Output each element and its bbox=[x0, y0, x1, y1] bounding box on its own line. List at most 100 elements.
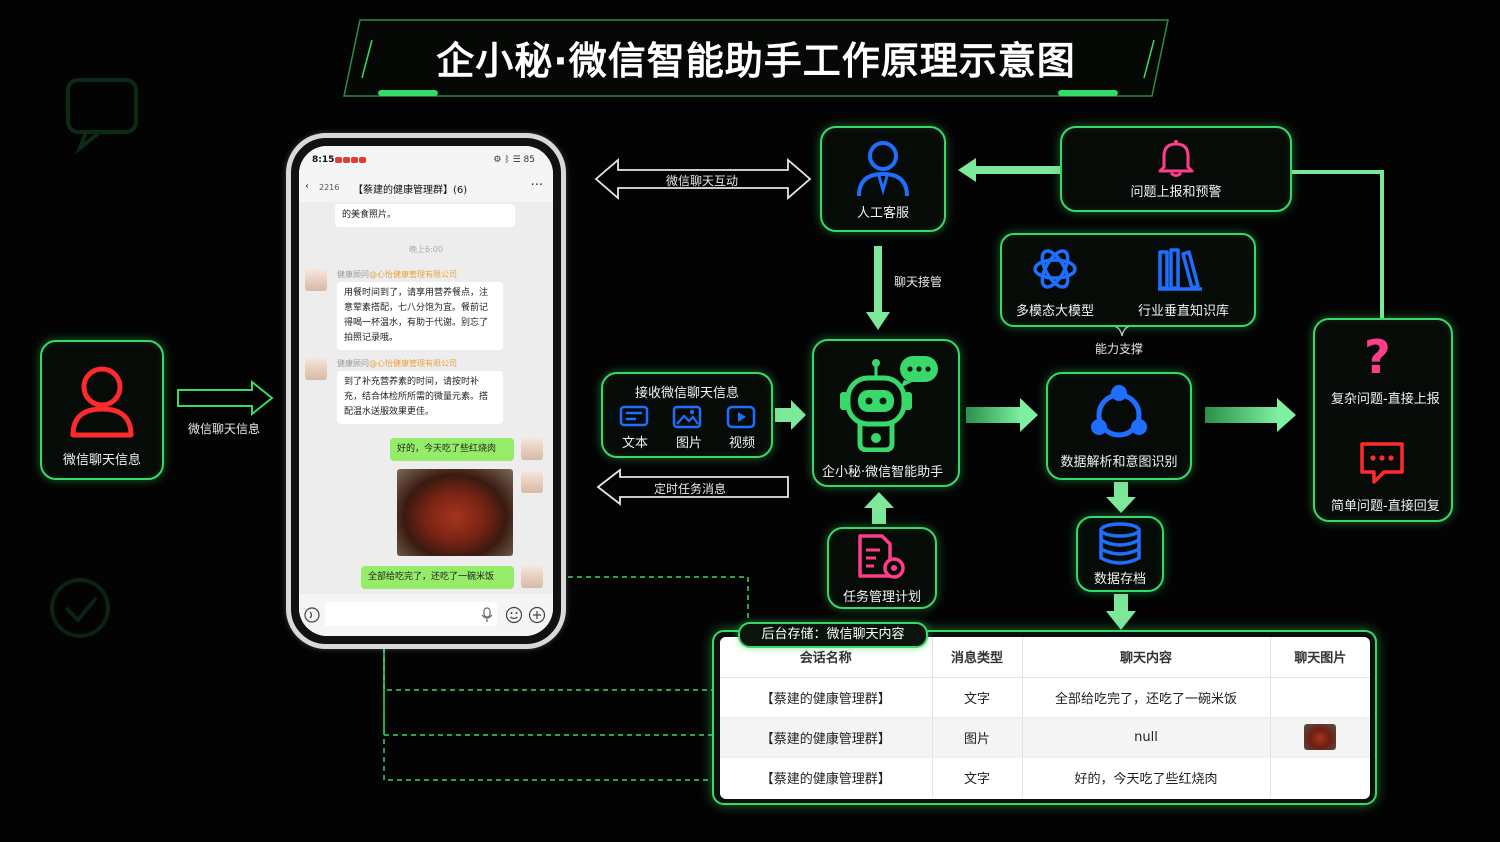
receive-item-video: 视频 bbox=[729, 436, 756, 451]
phone-status-bar: 8:15 ⚙ ᛒ ☰ 85 bbox=[299, 146, 553, 174]
node-wechat-input: 微信聊天信息 bbox=[40, 340, 164, 480]
task-plan-label: 任务管理计划 bbox=[842, 589, 921, 605]
table-header-row: 会话名称 消息类型 聊天内容 聊天图片 bbox=[720, 637, 1370, 678]
chat-header: ‹ 2216 【蔡建的健康管理群】(6) ··· bbox=[299, 174, 553, 202]
cell-content: null bbox=[1021, 716, 1270, 757]
cell-type: 图片 bbox=[931, 716, 1022, 757]
back-chevron-icon[interactable]: ‹ bbox=[305, 181, 309, 192]
table-row[interactable]: 【蔡建的健康管理群】 文字 好的，今天吃了些红烧肉 bbox=[720, 756, 1370, 797]
user-message-2: 全部给吃完了，还吃了一碗米饭 bbox=[361, 566, 514, 589]
advisor-avatar bbox=[305, 269, 327, 291]
receive-item-text: 文本 bbox=[622, 436, 649, 451]
database-icon bbox=[1099, 521, 1141, 565]
advisor-message-2: 到了补充营养素的时间，请按时补充，结合体检所所需的微量元素。搭配温水送服效果更佳… bbox=[337, 371, 503, 424]
status-time: 8:15 bbox=[312, 155, 335, 165]
user-avatar bbox=[521, 438, 543, 460]
question-icon: ? bbox=[1364, 330, 1391, 384]
more-icon[interactable]: ··· bbox=[530, 178, 543, 193]
simple-label: 简单问题-直接回复 bbox=[1331, 499, 1440, 514]
arrow-assistant-to-parsing bbox=[966, 398, 1038, 432]
bell-icon bbox=[1158, 139, 1194, 177]
assistant-label: 企小秘·微信智能助手 bbox=[822, 465, 944, 480]
food-photo[interactable] bbox=[397, 469, 513, 556]
sender-name: 健康顾问 bbox=[337, 270, 369, 279]
sender-line: 健康顾问@心怡健康管理有限公司 bbox=[337, 269, 457, 280]
human-service-label: 人工客服 bbox=[856, 205, 909, 221]
cell-type: 文字 bbox=[931, 756, 1022, 797]
user-avatar bbox=[521, 471, 543, 493]
wechat-input-label: 微信聊天信息 bbox=[62, 452, 141, 468]
food-thumbnail[interactable] bbox=[1304, 724, 1337, 750]
image-icon bbox=[672, 405, 702, 429]
arrow-task-to-assistant bbox=[864, 492, 894, 524]
text-icon bbox=[619, 405, 649, 427]
robot-icon bbox=[840, 356, 938, 452]
chat-group-name: 【蔡建的健康管理群】(6) bbox=[353, 185, 468, 196]
user-avatar bbox=[521, 566, 543, 588]
parsing-label: 数据解析和意图识别 bbox=[1060, 454, 1178, 470]
top-message: 的美食照片。 bbox=[335, 204, 515, 227]
cell-session: 【蔡建的健康管理群】 bbox=[720, 756, 932, 797]
node-decision bbox=[1313, 318, 1453, 522]
intent-network-icon bbox=[1091, 384, 1147, 437]
video-icon bbox=[726, 405, 756, 429]
interaction-label: 微信聊天互动 bbox=[666, 174, 739, 188]
voice-icon[interactable] bbox=[303, 606, 321, 624]
sender-org: @心怡健康管理有限公司 bbox=[369, 270, 457, 279]
status-icons: ⚙ ᛒ ☰ 85 bbox=[493, 155, 535, 165]
node-task-plan: 任务管理计划 bbox=[827, 527, 937, 609]
handover-label: 聊天接管 bbox=[894, 275, 943, 289]
col-image: 聊天图片 bbox=[1269, 637, 1370, 678]
emoji-icon[interactable] bbox=[505, 606, 523, 624]
node-storage: 数据存档 bbox=[1076, 516, 1164, 592]
task-doc-gear-icon bbox=[858, 533, 905, 579]
cell-image bbox=[1269, 716, 1370, 757]
library-icon bbox=[1158, 248, 1202, 291]
cell-content: 好的，今天吃了些红烧肉 bbox=[1021, 756, 1270, 797]
storage-table: 会话名称 消息类型 聊天内容 聊天图片 【蔡建的健康管理群】 文字 全部给吃完了… bbox=[720, 637, 1370, 799]
node-alert: 问题上报和预警 bbox=[1060, 126, 1292, 212]
agent-icon bbox=[857, 140, 909, 196]
cell-image bbox=[1269, 756, 1370, 797]
col-content: 聊天内容 bbox=[1021, 637, 1270, 678]
phone-screen: 8:15 ⚙ ᛒ ☰ 85 ‹ 2216 【蔡建的健康管理群】(6) ··· 的… bbox=[299, 146, 553, 636]
arrow-scheduled bbox=[596, 468, 789, 506]
col-type: 消息类型 bbox=[931, 637, 1022, 678]
arrow-alert-to-human bbox=[958, 158, 1060, 182]
arrow-parsing-to-decision bbox=[1205, 398, 1296, 432]
sender-name: 健康顾问 bbox=[337, 359, 369, 368]
arrow-interaction bbox=[594, 158, 812, 200]
sender-org: @心怡健康管理有限公司 bbox=[369, 359, 457, 368]
unread-count: 2216 bbox=[319, 183, 340, 192]
input-arrow-label: 微信聊天信息 bbox=[188, 422, 261, 436]
reply-bubble-icon bbox=[1360, 442, 1404, 484]
receive-item-image: 图片 bbox=[676, 436, 703, 451]
advisor-avatar bbox=[305, 358, 327, 380]
chat-input-bar bbox=[299, 594, 553, 636]
arrow-receive-to-assistant bbox=[775, 400, 806, 430]
time-divider: 晚上6:00 bbox=[409, 245, 443, 254]
page-title: 企小秘·微信智能助手工作原理示意图 bbox=[436, 39, 1076, 83]
cell-content: 全部给吃完了，还吃了一碗米饭 bbox=[1021, 676, 1270, 717]
storage-tab-label: 后台存储：微信聊天内容 bbox=[738, 622, 928, 648]
node-receive bbox=[601, 372, 773, 458]
sender-line: 健康顾问@心怡健康管理有限公司 bbox=[337, 358, 457, 369]
user-message-1: 好的，今天吃了些红烧肉 bbox=[390, 438, 514, 461]
storage-label: 数据存档 bbox=[1093, 571, 1146, 587]
arrow-input-to-phone bbox=[177, 379, 274, 417]
chat-text-input[interactable] bbox=[325, 602, 497, 626]
receive-title: 接收微信聊天信息 bbox=[635, 386, 740, 401]
knowledge-label: 行业垂直知识库 bbox=[1138, 304, 1230, 319]
cell-session: 【蔡建的健康管理群】 bbox=[720, 676, 932, 717]
plus-icon[interactable] bbox=[528, 606, 546, 624]
multimodal-label: 多模态大模型 bbox=[1016, 304, 1095, 319]
mic-icon[interactable] bbox=[481, 607, 493, 623]
bg-chat-icon bbox=[66, 78, 138, 155]
title-frame bbox=[343, 19, 1169, 97]
table-row[interactable]: 【蔡建的健康管理群】 文字 全部给吃完了，还吃了一碗米饭 bbox=[720, 676, 1370, 717]
arrow-parsing-to-storage bbox=[1106, 482, 1136, 513]
advisor-message-1: 用餐时间到了，请享用营养餐点，注意荤素搭配，七八分饱为宜。餐前记得喝一杯温水，有… bbox=[337, 282, 503, 350]
capability-label: 能力支撑 bbox=[1095, 342, 1144, 356]
table-row[interactable]: 【蔡建的健康管理群】 图片 null bbox=[720, 716, 1370, 757]
